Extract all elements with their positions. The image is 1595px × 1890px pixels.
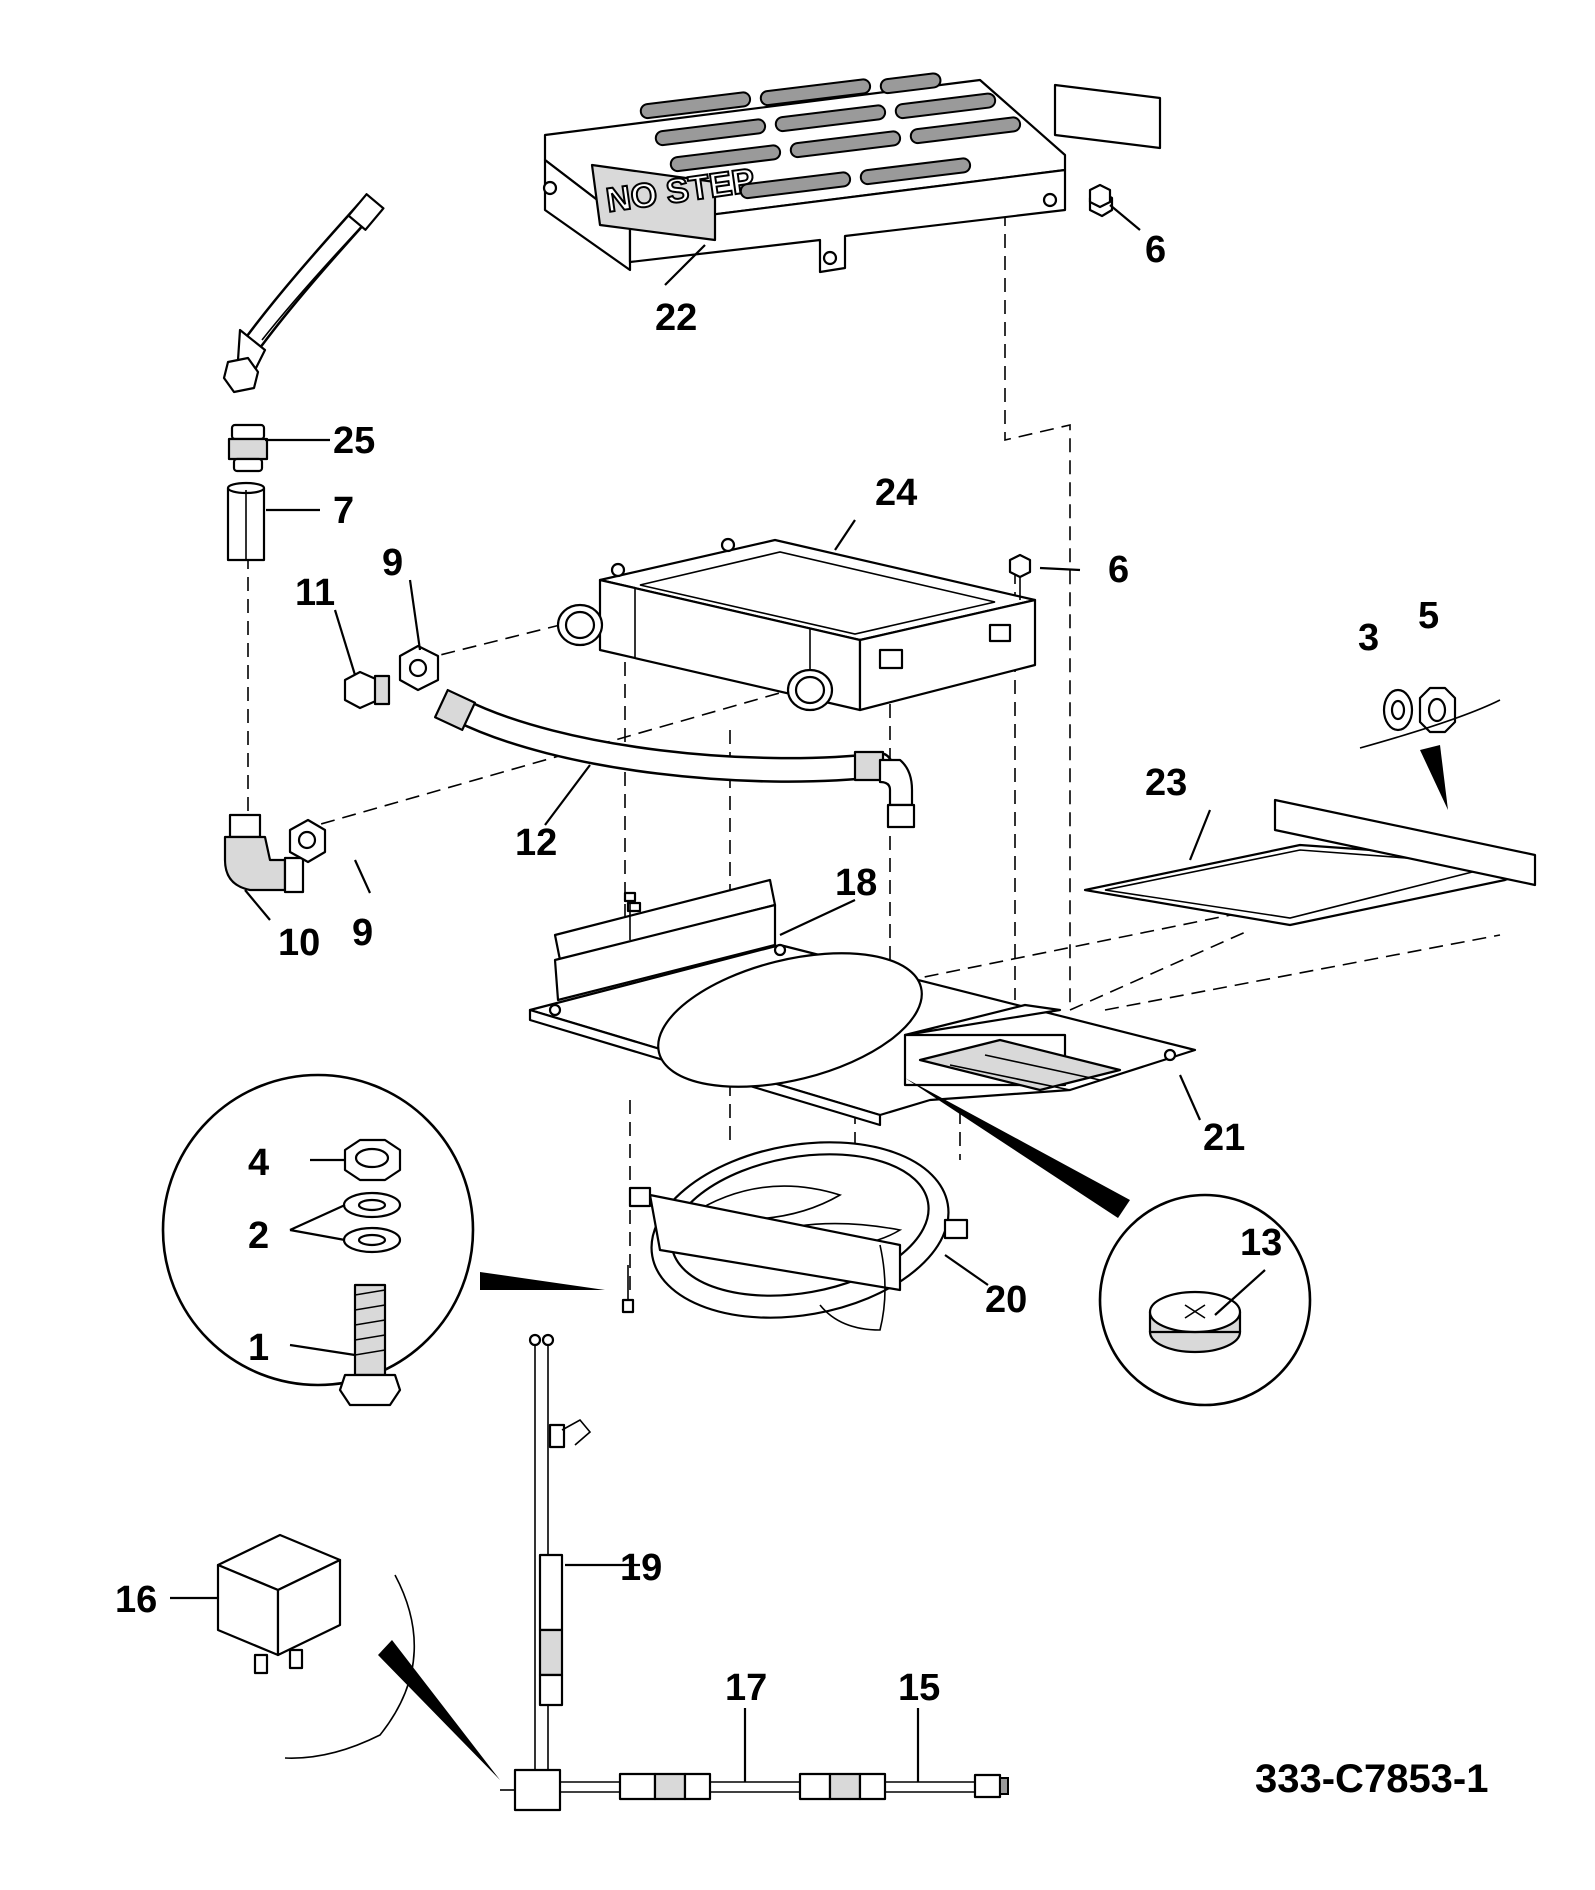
callout-1: 1 <box>248 1327 269 1369</box>
detail-pointer-relay <box>378 1640 500 1780</box>
part-18-mount-rail <box>553 878 777 1002</box>
part-10-elbow <box>223 813 305 894</box>
detail-arc-upper-right <box>1359 699 1501 749</box>
callout-6-mid: 6 <box>1108 549 1129 591</box>
callout-13: 13 <box>1240 1222 1282 1264</box>
callout-20: 20 <box>985 1279 1027 1321</box>
callout-23: 23 <box>1145 762 1187 804</box>
part-7-coupling <box>226 481 266 562</box>
callout-9-lower: 9 <box>352 912 373 954</box>
callout-15: 15 <box>898 1667 940 1709</box>
part-12-hose <box>433 688 916 829</box>
part-5-nut-upper <box>1418 686 1457 734</box>
detail-pointer-fasteners <box>480 1272 605 1290</box>
detail-pointer-pad <box>905 1078 1130 1218</box>
upper-hose <box>222 193 385 394</box>
callout-4: 4 <box>248 1142 269 1184</box>
callout-18: 18 <box>835 862 877 904</box>
leader-lines <box>170 204 1266 1782</box>
detail-pointer-upper <box>1420 745 1448 810</box>
callout-7: 7 <box>333 490 354 532</box>
callout-24: 24 <box>875 472 917 514</box>
part-1-bolt <box>338 1283 402 1407</box>
part-9-washer-lower <box>288 818 327 864</box>
detail-circle-pad <box>905 1078 1312 1407</box>
callout-9-upper: 9 <box>382 542 403 584</box>
part-4-nut <box>343 1138 402 1182</box>
part-25-nipple <box>227 423 269 473</box>
assembly-centerlines <box>247 204 1501 1290</box>
callout-10: 10 <box>278 922 320 964</box>
callout-25: 25 <box>333 420 375 462</box>
callout-2: 2 <box>248 1215 269 1257</box>
part-21-base-plate <box>528 943 1197 1127</box>
part-11-fitting <box>343 670 391 710</box>
callout-21: 21 <box>1203 1117 1245 1159</box>
part-24-oil-cooler <box>556 537 1037 712</box>
callout-16: 16 <box>115 1579 157 1621</box>
callout-6-top: 6 <box>1145 229 1166 271</box>
part-16-relay <box>216 1533 342 1675</box>
callout-5: 5 <box>1418 595 1439 637</box>
detail-circle-fasteners <box>161 1073 605 1407</box>
part-6-nut-top <box>1088 183 1112 209</box>
callout-11: 11 <box>295 572 335 614</box>
part-22-cover-grille: NO STEP <box>542 72 1162 274</box>
callout-19: 19 <box>620 1547 662 1589</box>
part-23-gasket <box>1083 798 1537 927</box>
relay-detail <box>216 1533 500 1780</box>
drawing-code: 333-C7853-1 <box>1255 1757 1489 1801</box>
base-bolts <box>621 891 637 1314</box>
part-13-pad <box>1148 1290 1242 1354</box>
callout-3: 3 <box>1358 617 1379 659</box>
callout-22: 22 <box>655 297 697 339</box>
part-6-bolt-middle <box>1008 553 1032 600</box>
wiring-harness <box>500 1333 1009 1812</box>
part-9-washer-upper <box>398 644 440 692</box>
part-3-washer-upper <box>1382 688 1414 732</box>
callout-12: 12 <box>515 822 557 864</box>
callout-labels: 22 6 25 7 24 6 9 11 3 5 23 12 18 10 9 21… <box>115 229 1489 1801</box>
part-20-fan <box>628 1141 969 1331</box>
callout-17: 17 <box>725 1667 767 1709</box>
